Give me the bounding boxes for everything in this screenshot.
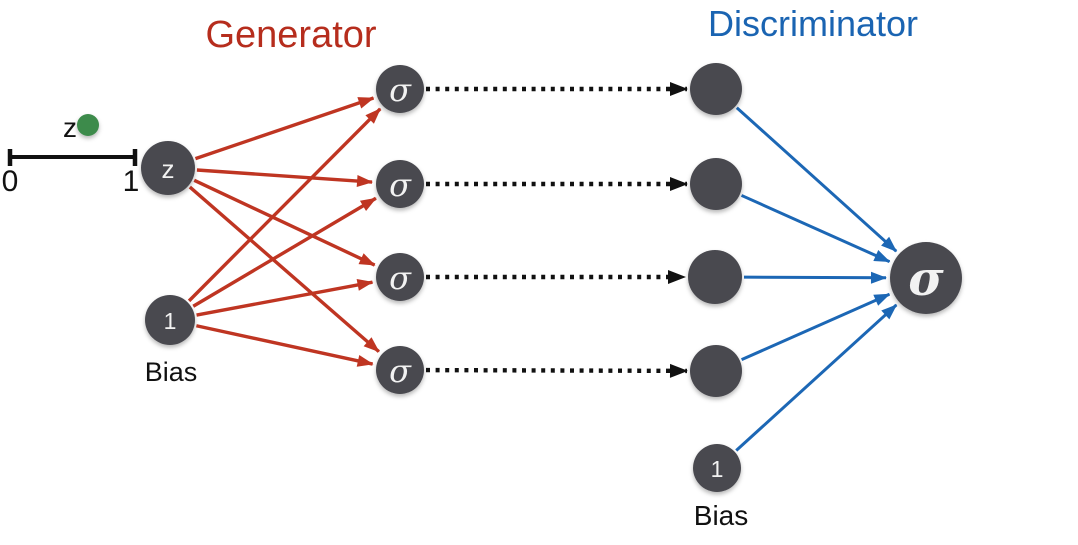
edge-generator-bias-to-generator-hidden-2 xyxy=(192,196,377,308)
generator-hidden-2-node xyxy=(376,160,424,208)
axis-min-label: 0 xyxy=(1,165,19,198)
nodes: z 1 σ σ σ σ 1 σ xyxy=(141,63,962,492)
discriminator-title: Discriminator xyxy=(707,3,919,44)
edge-z-input-to-generator-hidden-2 xyxy=(196,168,374,188)
generator-hidden-3-node xyxy=(376,253,424,301)
discriminator-output-label: σ xyxy=(908,251,944,307)
edge-discriminator-hidden-3-to-discriminator-output xyxy=(743,271,888,284)
discriminator-hidden-2-node xyxy=(690,158,742,210)
discriminator-hidden-3-node xyxy=(688,250,742,304)
edges xyxy=(187,82,898,452)
discriminator-output-node xyxy=(890,242,962,314)
z-input-label: z xyxy=(162,154,175,184)
generator-hidden-4-label: σ xyxy=(389,352,412,390)
discriminator-hidden-1-node xyxy=(690,63,742,115)
generator-hidden-4-node xyxy=(376,346,424,394)
number-line xyxy=(7,149,138,166)
discriminator-bias-label: 1 xyxy=(711,456,724,482)
generator-hidden-3-label: σ xyxy=(389,259,412,297)
axis-max-label: 1 xyxy=(122,165,140,198)
edge-z-input-to-generator-hidden-4 xyxy=(188,185,380,353)
generator-hidden-1-node xyxy=(376,65,424,113)
discriminator-bias-node xyxy=(693,444,741,492)
discriminator-hidden-4-node xyxy=(690,345,742,397)
edge-generator-hidden-4-to-discriminator-hidden-4 xyxy=(425,363,689,378)
edge-generator-bias-to-generator-hidden-3 xyxy=(196,279,374,317)
edge-discriminator-bias-to-discriminator-output xyxy=(735,303,898,452)
edge-discriminator-hidden-1-to-discriminator-output xyxy=(735,106,898,253)
z-input-node xyxy=(141,141,195,195)
edge-generator-bias-to-generator-hidden-4 xyxy=(196,324,374,367)
generator-hidden-1-label: σ xyxy=(389,71,412,109)
discriminator-bias-label: Bias xyxy=(693,500,749,531)
generator-title: Generator xyxy=(205,14,377,56)
generator-bias-label: 1 xyxy=(164,308,177,334)
edge-discriminator-hidden-4-to-discriminator-output xyxy=(740,292,891,362)
generator-bias-label: Bias xyxy=(144,357,198,387)
generator-hidden-2-label: σ xyxy=(389,166,412,204)
edge-discriminator-hidden-2-to-discriminator-output xyxy=(740,194,891,264)
axis-sample-label: z xyxy=(63,112,77,143)
sample-point-dot xyxy=(77,114,99,136)
edge-z-input-to-generator-hidden-1 xyxy=(194,96,375,161)
generator-bias-node xyxy=(145,295,195,345)
edge-z-input-to-generator-hidden-3 xyxy=(193,178,376,267)
edge-generator-bias-to-generator-hidden-1 xyxy=(187,107,382,303)
